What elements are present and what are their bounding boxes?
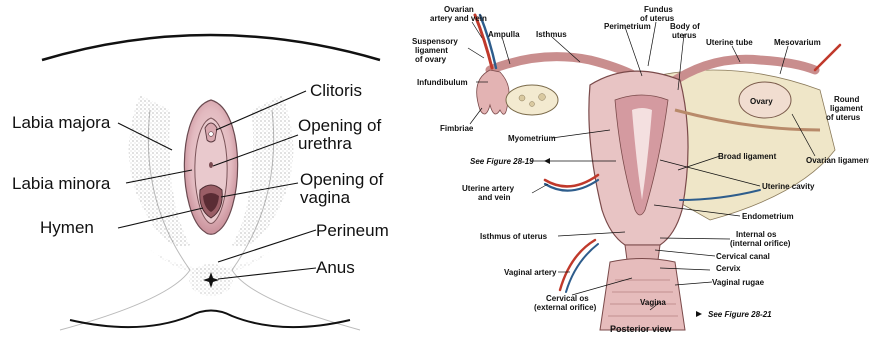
label-opening-of-vagina-line2: vagina [300, 189, 350, 207]
caption-posterior-view: Posterior view [610, 324, 672, 334]
label-opening-of-urethra-line2: urethra [298, 135, 352, 153]
label-opening-of-vagina-line1: Opening of [300, 171, 383, 189]
external-genitalia-panel: Labia majora Labia minora Hymen Clitoris… [0, 0, 420, 340]
label-uterine-cavity: Uterine cavity [762, 182, 814, 191]
label-uterine-av-1: Uterine artery [462, 184, 514, 193]
label-round-3: of uterus [826, 113, 860, 122]
label-uterine-av-2: and vein [478, 193, 510, 202]
label-cervical-os-2: (external orifice) [534, 303, 596, 312]
label-internal-os-2: (internal orifice) [730, 239, 790, 248]
label-ovarian-av-1: Ovarian [444, 5, 474, 14]
label-fimbriae: Fimbriae [440, 124, 473, 133]
label-see-figure-28-19: See Figure 28-19 [470, 157, 534, 166]
label-vaginal-rugae: Vaginal rugae [712, 278, 764, 287]
label-myometrium: Myometrium [508, 134, 556, 143]
label-perimetrium: Perimetrium [604, 22, 651, 31]
label-round-2: ligament [830, 104, 863, 113]
vagina-shape [600, 259, 685, 331]
label-body-2: uterus [672, 31, 696, 40]
label-ovarian-av-2: artery and vein [430, 14, 487, 23]
label-anus: Anus [316, 259, 355, 277]
abdomen-curve [42, 35, 380, 60]
label-round-1: Round [834, 95, 859, 104]
label-labia-minora: Labia minora [12, 175, 110, 193]
label-ovarian-ligament: Ovarian ligament [806, 156, 869, 165]
label-cervical-os-1: Cervical os [546, 294, 589, 303]
label-mesovarium: Mesovarium [774, 38, 821, 47]
label-uterine-tube: Uterine tube [706, 38, 753, 47]
label-body-1: Body of [670, 22, 700, 31]
label-suspensory-3: of ovary [415, 55, 446, 64]
label-opening-of-urethra-line1: Opening of [298, 117, 381, 135]
label-hymen: Hymen [40, 219, 94, 237]
label-ampulla: Ampulla [488, 30, 520, 39]
label-see-figure-28-21: See Figure 28-21 [708, 310, 772, 319]
label-labia-majora: Labia majora [12, 114, 110, 132]
label-isthmus: Isthmus [536, 30, 567, 39]
label-isthmus-of-uterus: Isthmus of uterus [480, 232, 547, 241]
label-clitoris: Clitoris [310, 82, 362, 100]
label-endometrium: Endometrium [742, 212, 794, 221]
label-infundibulum: Infundibulum [417, 78, 468, 87]
label-broad-ligament: Broad ligament [718, 152, 776, 161]
label-cervix: Cervix [716, 264, 740, 273]
label-suspensory-2: ligament [415, 46, 448, 55]
label-vagina: Vagina [640, 298, 666, 307]
label-suspensory-1: Suspensory [412, 37, 458, 46]
label-ovary: Ovary [750, 97, 773, 106]
label-cervical-canal: Cervical canal [716, 252, 770, 261]
uterus-illustration [420, 0, 869, 340]
internal-anatomy-panel: Ovarian artery and vein Suspensory ligam… [420, 0, 869, 340]
label-vaginal-artery: Vaginal artery [504, 268, 556, 277]
label-perineum: Perineum [316, 222, 389, 240]
label-fundus-1: Fundus [644, 5, 673, 14]
label-internal-os-1: Internal os [736, 230, 776, 239]
